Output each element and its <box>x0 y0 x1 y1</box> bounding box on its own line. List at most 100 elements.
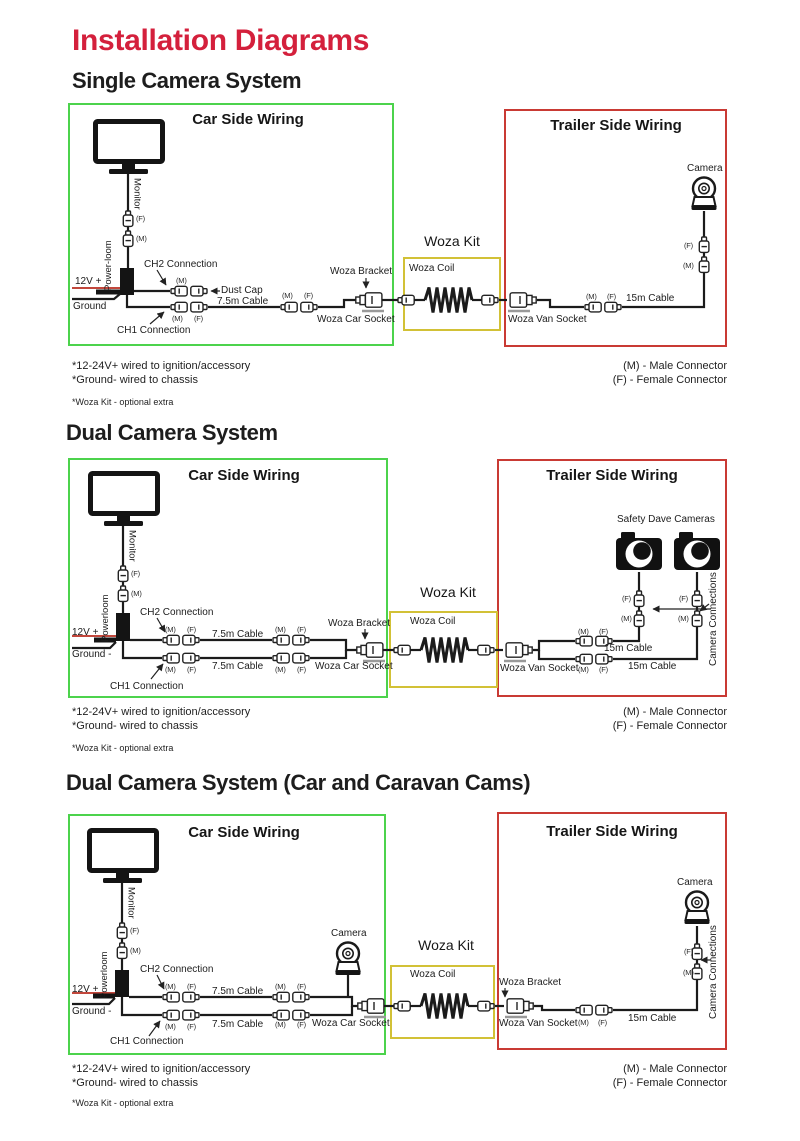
connector-label: (M) <box>130 946 141 955</box>
d3-car-side-box <box>68 814 386 1055</box>
d1-woza-kit-box <box>403 257 501 331</box>
d2-ch1-label: CH1 Connection <box>110 681 184 692</box>
d3-m-connector-icon <box>116 942 128 960</box>
connector-label: (F) <box>304 291 313 300</box>
d2-left-camera-icon <box>616 532 662 570</box>
d1-car-side-box <box>68 103 394 346</box>
d1-ground-wire <box>72 293 121 301</box>
connector-label: (M) <box>282 291 293 300</box>
d3-wiring <box>72 831 711 1037</box>
connector-label: (F) <box>130 926 139 935</box>
connector-label: (M) <box>172 314 183 323</box>
d2-trailer-side-box <box>497 459 727 697</box>
d1-power-loom-label: Power-loom <box>103 240 114 291</box>
d2-trailer-side-title: Trailer Side Wiring <box>546 467 678 484</box>
d1-m-connector-icon <box>122 230 134 248</box>
d1-cable-15-label: 15m Cable <box>626 293 675 304</box>
connector-label: (F) <box>194 314 203 323</box>
section-1-heading: Single Camera System <box>72 68 302 93</box>
connector-label: (M) <box>683 261 694 270</box>
d2-left-camera-f-connector-icon <box>633 590 645 608</box>
d2-cable-75-bottom-label: 7.5m Cable <box>212 661 264 672</box>
d3-woza-coil-label: Woza Coil <box>410 969 456 980</box>
d1-ch2-label: CH2 Connection <box>144 259 218 270</box>
d2-12v-label: 12V + <box>72 627 99 638</box>
d2-right-camera-f-connector-icon <box>691 590 703 608</box>
connector-label: (M) <box>165 1022 176 1031</box>
d3-car-camera-icon <box>334 941 362 977</box>
note-ground: *Ground- wired to chassis <box>72 720 198 732</box>
d3-cable-15-label: 15m Cable <box>628 1013 677 1024</box>
page-title: Installation Diagrams <box>72 24 370 57</box>
d2-woza-van-socket-label: Woza Van Socket <box>500 663 579 674</box>
d1-trailer-side-box <box>504 109 727 347</box>
d1-camera-m-connector-icon <box>698 256 710 274</box>
d3-f-connector-icon <box>116 922 128 940</box>
d2-wiring <box>72 474 720 680</box>
d3-ch1-label: CH1 Connection <box>110 1036 184 1047</box>
d2-woza-car-socket-icon <box>355 641 387 663</box>
d2-woza-coil-label: Woza Coil <box>410 616 456 627</box>
d3-car-camera-label: Camera <box>331 928 367 939</box>
d1-woza-van-socket-label: Woza Van Socket <box>508 314 587 325</box>
legend-female: (F) - Female Connector <box>612 1077 727 1089</box>
d1-ch1-connector-icon <box>170 301 188 313</box>
d1-woza-bracket-label: Woza Bracket <box>330 266 393 277</box>
connector-label: (M) <box>621 614 632 623</box>
connector-label: (M) <box>275 1020 286 1029</box>
d3-ground-label: Ground - <box>72 1006 112 1017</box>
d2-ch2-label: CH2 Connection <box>140 607 214 618</box>
d1-camera-icon <box>690 176 718 212</box>
legend-male: (M) - Male Connector <box>623 360 727 372</box>
d1-dust-cap-label: Dust Cap <box>221 285 263 296</box>
d2-powerloom-label: Powerloom <box>100 594 111 642</box>
connector-label: (M) <box>578 1018 589 1027</box>
note-ground: *Ground- wired to chassis <box>72 1077 198 1089</box>
d3-woza-kit-box <box>390 965 495 1039</box>
connector-label: (F) <box>187 625 196 634</box>
d2-m-connector-icon <box>117 585 129 603</box>
d1-car-side-title: Car Side Wiring <box>192 111 304 128</box>
d2-right-camera-m-connector-icon <box>691 610 703 628</box>
d3-woza-car-socket-icon <box>356 997 388 1019</box>
d1-camera-label: Camera <box>687 163 723 174</box>
legend-male: (M) - Male Connector <box>623 706 727 718</box>
d1-12v-label: 12V + <box>75 276 102 287</box>
connector-label: (F) <box>684 241 693 250</box>
d2-cable-15-top-label: 15m Cable <box>604 643 653 654</box>
d1-woza-kit-title: Woza Kit <box>424 233 480 249</box>
legend-male: (M) - Male Connector <box>623 1063 727 1075</box>
connector-label: (M) <box>165 665 176 674</box>
d2-woza-van-socket-icon <box>502 641 534 663</box>
connector-label: (F) <box>187 665 196 674</box>
connector-label: (M) <box>275 982 286 991</box>
connector-label: (M) <box>275 665 286 674</box>
d3-car-side-title: Car Side Wiring <box>188 824 300 841</box>
connector-label: (M) <box>275 625 286 634</box>
d2-woza-bracket-label: Woza Bracket <box>328 618 391 629</box>
d3-powerloom-icon <box>115 970 129 997</box>
d2-cable-15-bottom-label: 15m Cable <box>628 661 677 672</box>
connector-label: (M) <box>683 968 694 977</box>
d3-ch2-connector-icon <box>162 991 180 1003</box>
d2-ground-wire <box>72 641 117 650</box>
d2-monitor-label: Monitor <box>126 530 138 562</box>
d1-cable-75-label: 7.5m Cable <box>217 296 269 307</box>
d3-cable-75-bottom-label: 7.5m Cable <box>212 1019 264 1030</box>
connector-label: (F) <box>599 665 608 674</box>
connector-label: (F) <box>136 214 145 223</box>
note-woza-kit: *Woza Kit - optional extra <box>72 1098 174 1108</box>
d3-woza-van-socket-label: Woza Van Socket <box>499 1018 578 1029</box>
connector-label: (M) <box>136 234 147 243</box>
d3-ch2-label: CH2 Connection <box>140 964 214 975</box>
d1-woza-van-socket-icon <box>506 291 538 313</box>
d3-cable-75-top-label: 7.5m Cable <box>212 986 264 997</box>
d1-monitor-label: Monitor <box>131 178 143 210</box>
d3-trailer-camera-icon <box>683 890 711 926</box>
d2-woza-kit-title: Woza Kit <box>420 584 476 600</box>
note-ground: *Ground- wired to chassis <box>72 374 198 386</box>
d2-car-side-box <box>68 458 388 698</box>
d2-ch1-connector-icon <box>162 652 180 664</box>
d3-woza-van-socket-icon <box>503 997 535 1019</box>
d3-trailer-side-title: Trailer Side Wiring <box>546 823 678 840</box>
